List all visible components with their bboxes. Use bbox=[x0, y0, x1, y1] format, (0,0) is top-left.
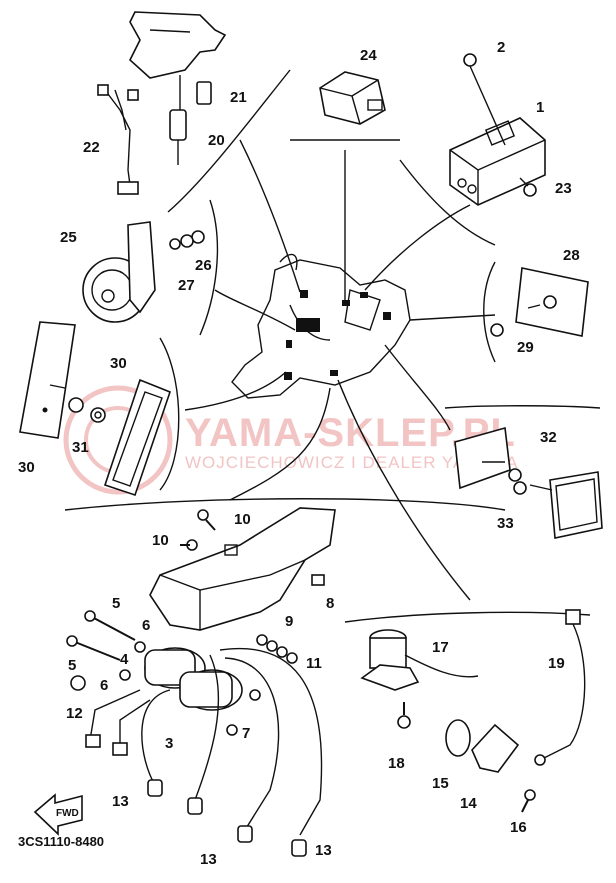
screw-7 bbox=[226, 689, 261, 736]
callout-30b: 30 bbox=[110, 355, 127, 372]
callout-31: 31 bbox=[72, 439, 89, 456]
diagram-code: 3CS1110-8480 bbox=[18, 834, 104, 849]
callout-23: 23 bbox=[555, 180, 572, 197]
screw-2 bbox=[463, 53, 506, 146]
callout-5b: 5 bbox=[68, 657, 76, 674]
callout-27: 27 bbox=[178, 277, 195, 294]
callout-10b: 10 bbox=[152, 532, 169, 549]
callout-5a: 5 bbox=[112, 595, 120, 612]
reflector-30-left bbox=[19, 321, 76, 439]
callout-33: 33 bbox=[497, 515, 514, 532]
group-brackets bbox=[64, 69, 601, 623]
sensor-19 bbox=[534, 609, 586, 766]
callout-6b: 6 bbox=[100, 677, 108, 694]
collar-8 bbox=[311, 574, 325, 586]
callout-15: 15 bbox=[432, 775, 449, 792]
callout-12: 12 bbox=[66, 705, 83, 722]
frame-connector bbox=[296, 318, 320, 332]
callout-30a: 30 bbox=[18, 459, 35, 476]
callout-19: 19 bbox=[548, 655, 565, 672]
callout-11: 11 bbox=[306, 655, 322, 672]
horn-25 bbox=[82, 221, 156, 323]
fwd-arrow-icon: FWD bbox=[33, 793, 83, 836]
plate-28 bbox=[515, 267, 589, 337]
callout-4: 4 bbox=[120, 651, 129, 668]
screw-18 bbox=[397, 702, 411, 729]
nut-12 bbox=[70, 675, 86, 691]
bolts-10 bbox=[180, 509, 216, 551]
leader-lines bbox=[184, 139, 496, 601]
callout-18: 18 bbox=[388, 755, 405, 772]
ignition-components bbox=[97, 11, 227, 195]
cover-9 bbox=[149, 507, 336, 631]
cdi-unit bbox=[449, 117, 546, 206]
nuts-31 bbox=[68, 397, 106, 423]
callout-22: 22 bbox=[83, 139, 100, 156]
callout-1: 1 bbox=[536, 99, 544, 116]
callout-8: 8 bbox=[326, 595, 334, 612]
callout-16: 16 bbox=[510, 819, 527, 836]
relay-24 bbox=[319, 71, 386, 125]
watermark-sub: WOJCIECHOWICZ I DEALER YAMAHA bbox=[185, 453, 518, 472]
nut-29 bbox=[490, 323, 504, 337]
callout-9: 9 bbox=[285, 613, 293, 630]
callout-17: 17 bbox=[432, 639, 449, 656]
callout-13a: 13 bbox=[112, 793, 129, 810]
fwd-label: FWD bbox=[56, 808, 79, 819]
clamps-11 bbox=[256, 634, 298, 664]
callout-25: 25 bbox=[60, 229, 77, 246]
callout-32: 32 bbox=[540, 429, 557, 446]
callout-24: 24 bbox=[360, 47, 377, 64]
callout-14: 14 bbox=[460, 795, 477, 812]
callout-21: 21 bbox=[230, 89, 247, 106]
callout-13c: 13 bbox=[315, 842, 332, 859]
frame-silhouette bbox=[231, 253, 411, 399]
nuts-33 bbox=[508, 468, 527, 495]
ignition-coils-3 bbox=[85, 647, 323, 836]
nut-23 bbox=[519, 177, 537, 197]
switch-17 bbox=[360, 629, 479, 691]
callout-20: 20 bbox=[208, 132, 225, 149]
watermark-logo-icon bbox=[63, 385, 173, 495]
callout-numbers: 1 2 3 4 5 5 6 6 7 8 9 10 10 11 12 13 13 … bbox=[18, 39, 580, 868]
plug-caps-13 bbox=[147, 779, 307, 857]
bolts-5-washers-6 bbox=[66, 610, 146, 681]
reflector-32-rear bbox=[454, 426, 603, 539]
callout-3: 3 bbox=[165, 735, 173, 752]
reflector-30-center bbox=[103, 378, 172, 497]
callout-26: 26 bbox=[195, 257, 212, 274]
callout-2: 2 bbox=[497, 39, 505, 56]
callout-7: 7 bbox=[242, 725, 250, 742]
bolt-26-washer-27 bbox=[169, 230, 205, 250]
callout-28: 28 bbox=[563, 247, 580, 264]
callout-10a: 10 bbox=[234, 511, 251, 528]
cover-14-ring-15-screw-16 bbox=[445, 719, 536, 813]
callout-29: 29 bbox=[517, 339, 534, 356]
callout-6a: 6 bbox=[142, 617, 150, 634]
callout-13b: 13 bbox=[200, 851, 217, 868]
